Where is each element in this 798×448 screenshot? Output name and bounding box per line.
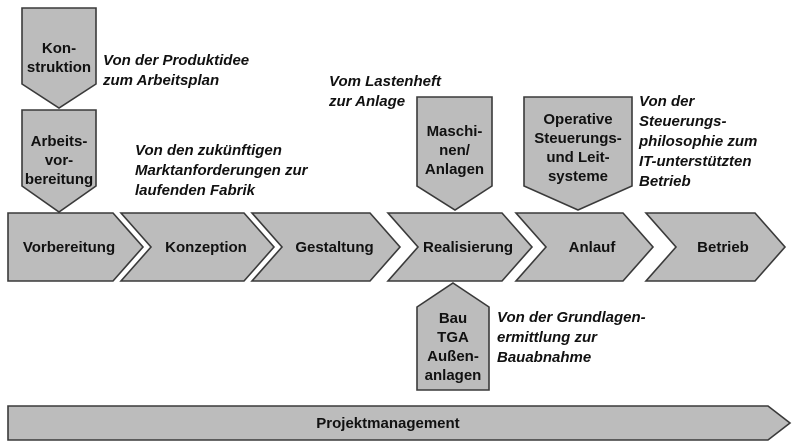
note-produktidee: Von der Produktidee zum Arbeitsplan <box>103 52 250 89</box>
phase-chevron-realisierung <box>386 212 534 282</box>
phase-chevron-vorbereitung <box>7 212 145 282</box>
phase-chevron-gestaltung <box>250 212 402 282</box>
phase-chevron-anlauf <box>514 212 655 282</box>
phase-chevron-betrieb <box>644 212 787 282</box>
callout-konstruktion <box>21 7 97 109</box>
phase-label-gestaltung: Gestaltung <box>295 238 374 256</box>
callout-label-operative: Operative Steuerungs- und Leit- systeme <box>534 111 622 185</box>
phase-label-konzeption: Konzeption <box>165 238 247 256</box>
phase-label-realisierung: Realisierung <box>422 238 514 256</box>
note-markt: Von den zukünftigen Marktanforderungen z… <box>135 142 308 199</box>
phase-label-vorbereitung: Vorbereitung <box>22 238 116 256</box>
phase-label-betrieb: Betrieb <box>697 238 749 256</box>
phase-label-anlauf: Anlauf <box>568 238 616 256</box>
callout-label-maschinen: Maschi- nen/ Anlagen <box>424 122 485 178</box>
note-steuerung: Von der Steuerungs- philosophie zum IT-u… <box>639 93 758 190</box>
note-lastenheft: Vom Lastenheft zur Anlage <box>329 73 441 110</box>
callout-maschinen <box>416 96 493 211</box>
callout-operative <box>523 96 633 211</box>
phase-chevron-konzeption <box>119 212 276 282</box>
projektmanagement-bar <box>7 405 792 441</box>
note-grundlagen: Von der Grundlagen- ermittlung zur Bauab… <box>497 309 646 366</box>
callout-label-konstruktion: Kon- struktion <box>26 40 92 76</box>
projektmanagement-label: Projektmanagement <box>316 414 460 432</box>
callout-arbeitsvorbereitung <box>21 109 97 213</box>
callout-label-arbeitsvorbereitung: Arbeits- vor- bereitung <box>24 132 94 188</box>
callout-bau <box>416 282 490 391</box>
callout-label-bau: Bau TGA Außen- anlagen <box>424 310 482 384</box>
